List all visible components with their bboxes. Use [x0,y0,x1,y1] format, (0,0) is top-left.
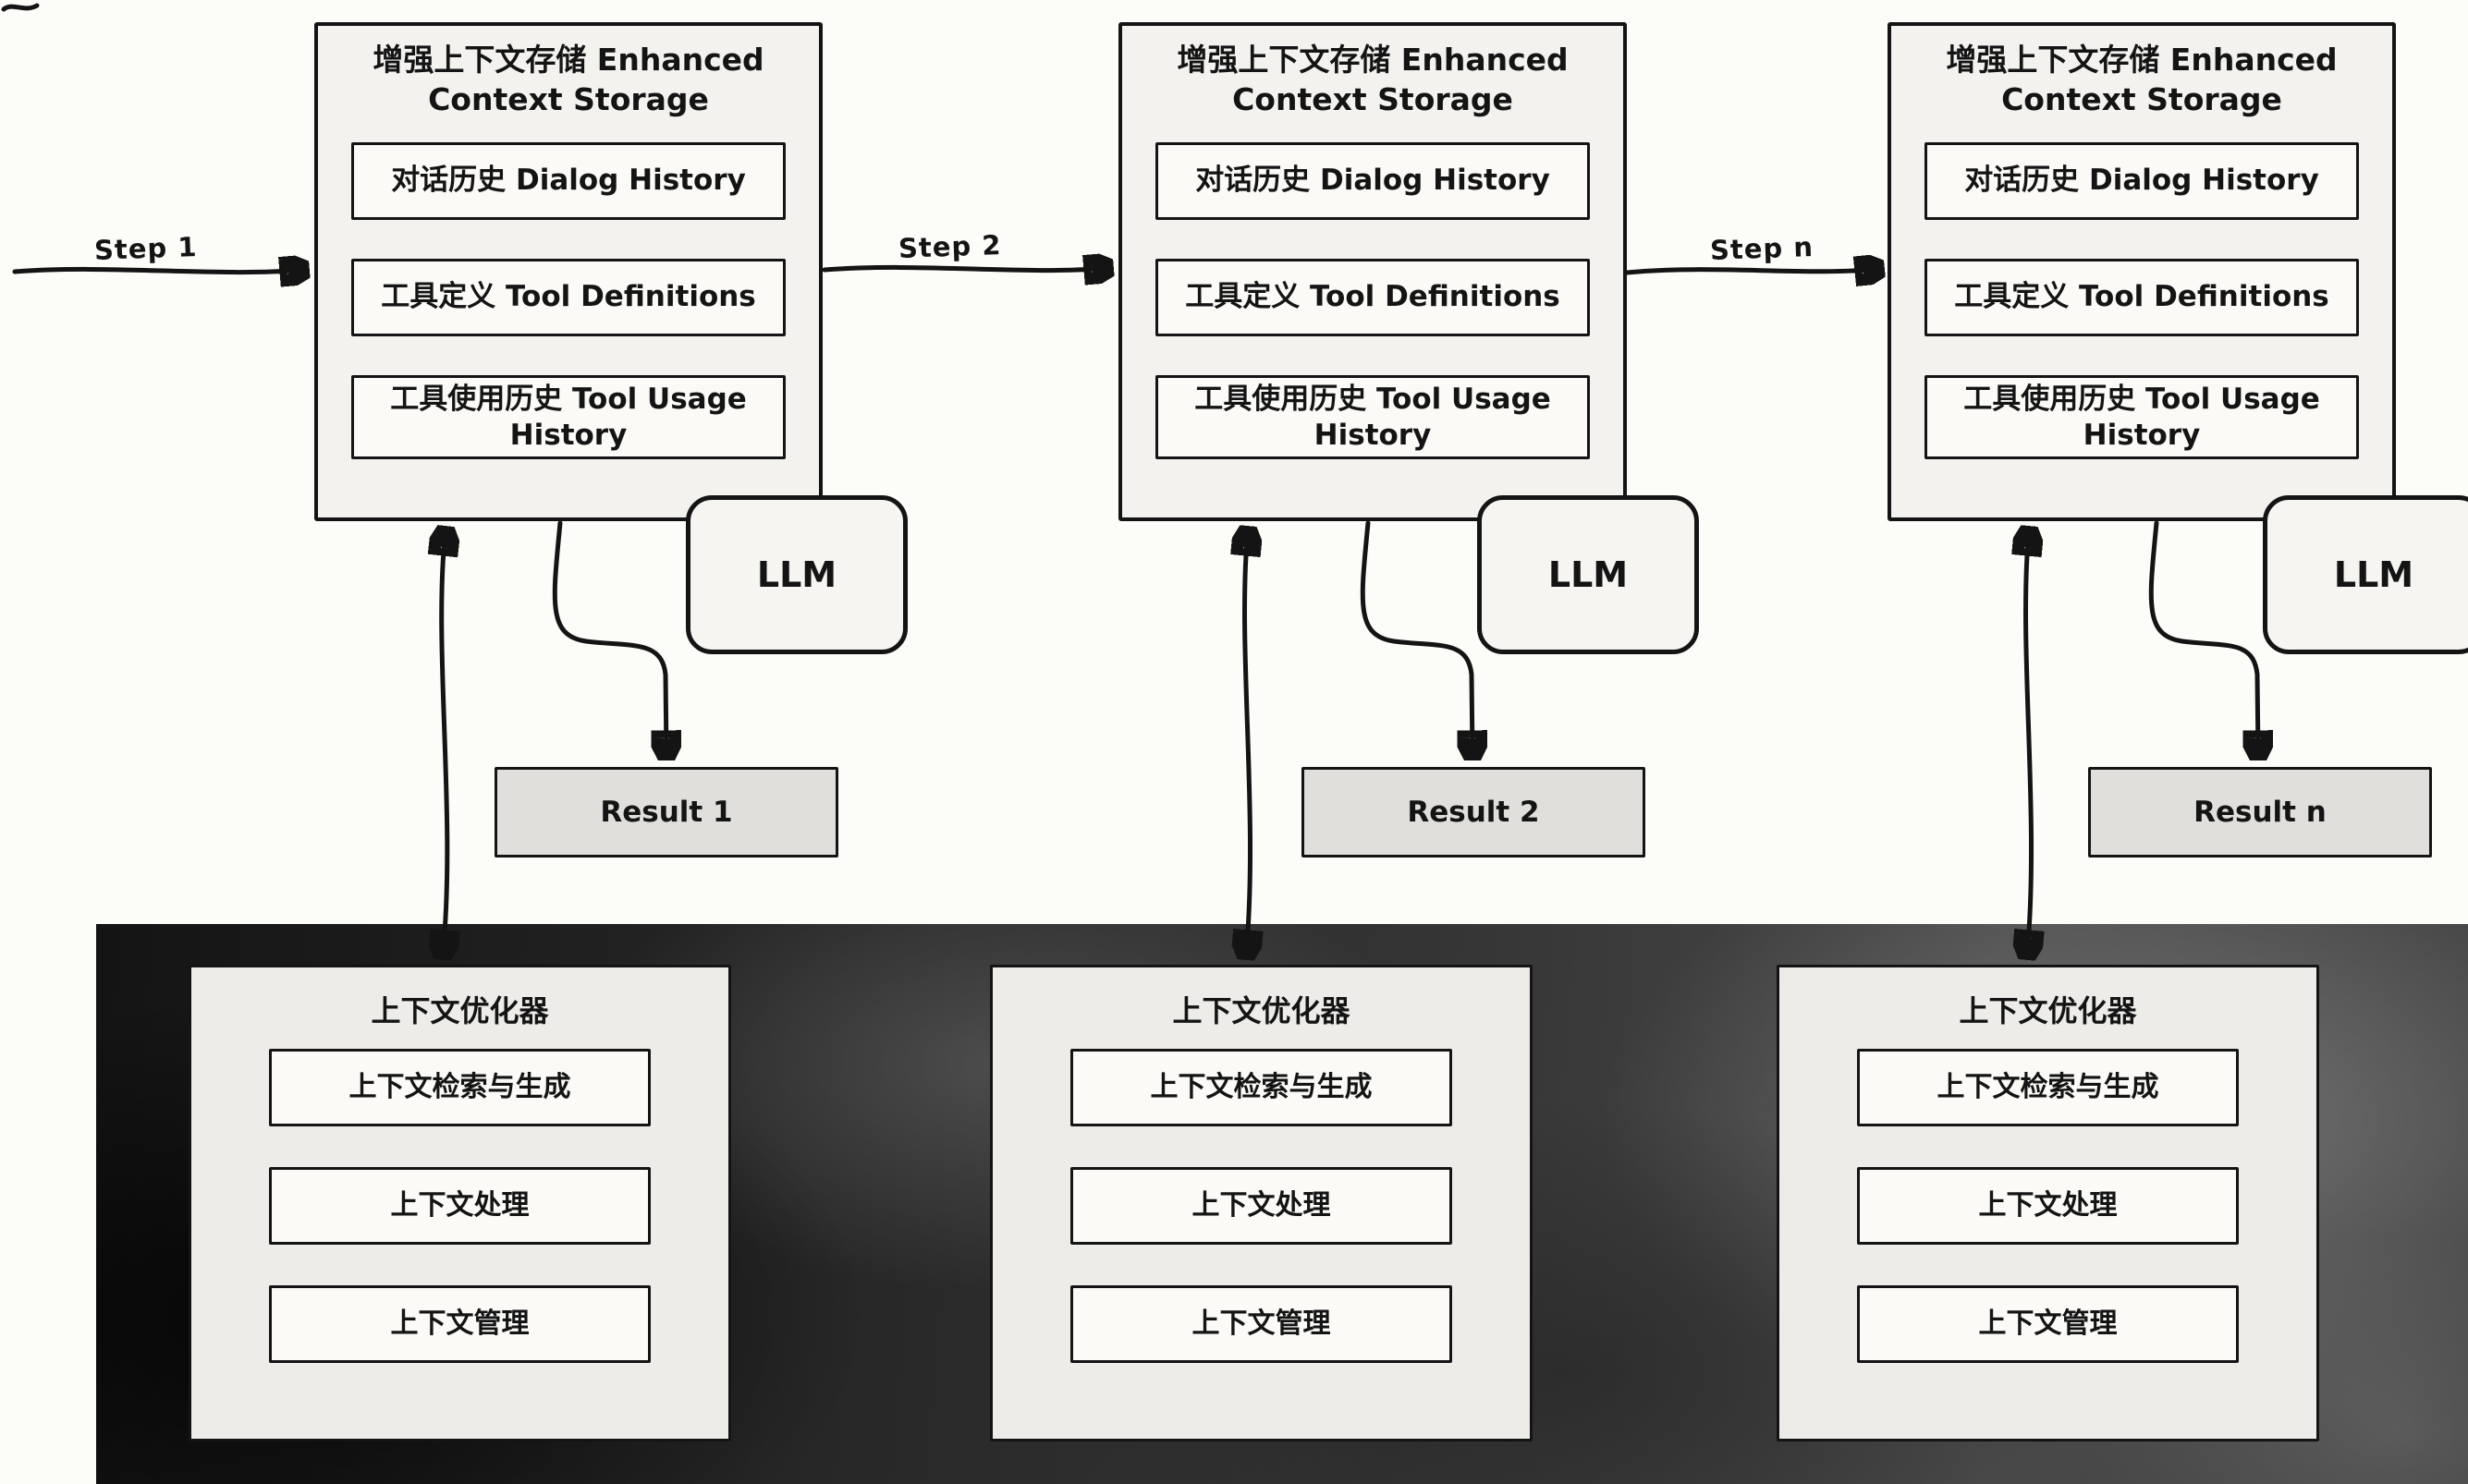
storage-optimizer-arrow-1 [442,530,447,955]
tool-definitions-box-1: 工具定义 Tool Definitions [351,258,786,336]
dialog-history-box-3: 对话历史 Dialog History [1924,141,2359,220]
tool-usage-history-box-2: 工具使用历史 Tool Usage History [1155,374,1590,460]
step-label-2: Step 2 [898,229,1003,264]
context-management-box-3: 上下文管理 [1857,1285,2239,1363]
context-processing-box-1: 上下文处理 [269,1167,651,1245]
dialog-history-box-2: 对话历史 Dialog History [1155,141,1590,220]
step-2-arrow [822,267,1109,270]
llm-box-2: LLM [1477,495,1699,654]
enhanced-context-storage-box-2: 增强上下文存储 Enhanced Context Storage 对话历史 Di… [1118,22,1627,521]
optimizer-title-2: 上下文优化器 [1172,993,1350,1028]
context-optimizer-box-3: 上下文优化器 上下文检索与生成 上下文处理 上下文管理 [1777,965,2319,1441]
step-1-arrow [12,269,305,272]
context-retrieval-generation-box-1: 上下文检索与生成 [269,1049,651,1126]
result-box-1: Result 1 [495,767,838,858]
llm-result-arrow-3 [2148,520,2258,756]
context-management-box-2: 上下文管理 [1070,1285,1452,1363]
result-box-3: Result n [2088,767,2432,858]
storage-optimizer-arrow-3 [2026,530,2032,955]
step-label-3: Step n [1709,231,1814,266]
enhanced-context-storage-box-3: 增强上下文存储 Enhanced Context Storage 对话历史 Di… [1888,22,2396,521]
storage-title-2: 增强上下文存储 Enhanced Context Storage [1177,42,1569,117]
corner-mark [1,3,40,12]
context-optimizer-box-2: 上下文优化器 上下文检索与生成 上下文处理 上下文管理 [990,965,1533,1441]
optimizer-title-3: 上下文优化器 [1959,993,2137,1028]
context-processing-box-3: 上下文处理 [1857,1167,2239,1245]
context-processing-box-2: 上下文处理 [1070,1167,1452,1245]
step-label-1: Step 1 [93,231,199,266]
result-box-2: Result 2 [1301,767,1645,858]
context-management-box-1: 上下文管理 [269,1285,651,1363]
optimizer-title-1: 上下文优化器 [371,993,549,1028]
storage-optimizer-arrow-2 [1245,530,1251,955]
context-retrieval-generation-box-2: 上下文检索与生成 [1070,1049,1452,1126]
llm-box-3: LLM [2263,495,2468,654]
enhanced-context-storage-box-1: 增强上下文存储 Enhanced Context Storage 对话历史 Di… [314,22,823,521]
tool-definitions-box-2: 工具定义 Tool Definitions [1155,258,1590,336]
llm-result-arrow-1 [552,520,666,756]
storage-title-3: 增强上下文存储 Enhanced Context Storage [1946,42,2338,117]
dialog-history-box-1: 对话历史 Dialog History [351,141,786,220]
tool-usage-history-box-3: 工具使用历史 Tool Usage History [1924,374,2359,460]
step-n-arrow [1624,269,1880,273]
tool-usage-history-box-1: 工具使用历史 Tool Usage History [351,374,786,460]
storage-title-1: 增强上下文存储 Enhanced Context Storage [373,42,764,117]
llm-result-arrow-2 [1360,520,1472,756]
tool-definitions-box-3: 工具定义 Tool Definitions [1924,258,2359,336]
llm-box-1: LLM [686,495,908,654]
context-retrieval-generation-box-3: 上下文检索与生成 [1857,1049,2239,1126]
context-optimizer-box-1: 上下文优化器 上下文检索与生成 上下文处理 上下文管理 [189,965,731,1441]
